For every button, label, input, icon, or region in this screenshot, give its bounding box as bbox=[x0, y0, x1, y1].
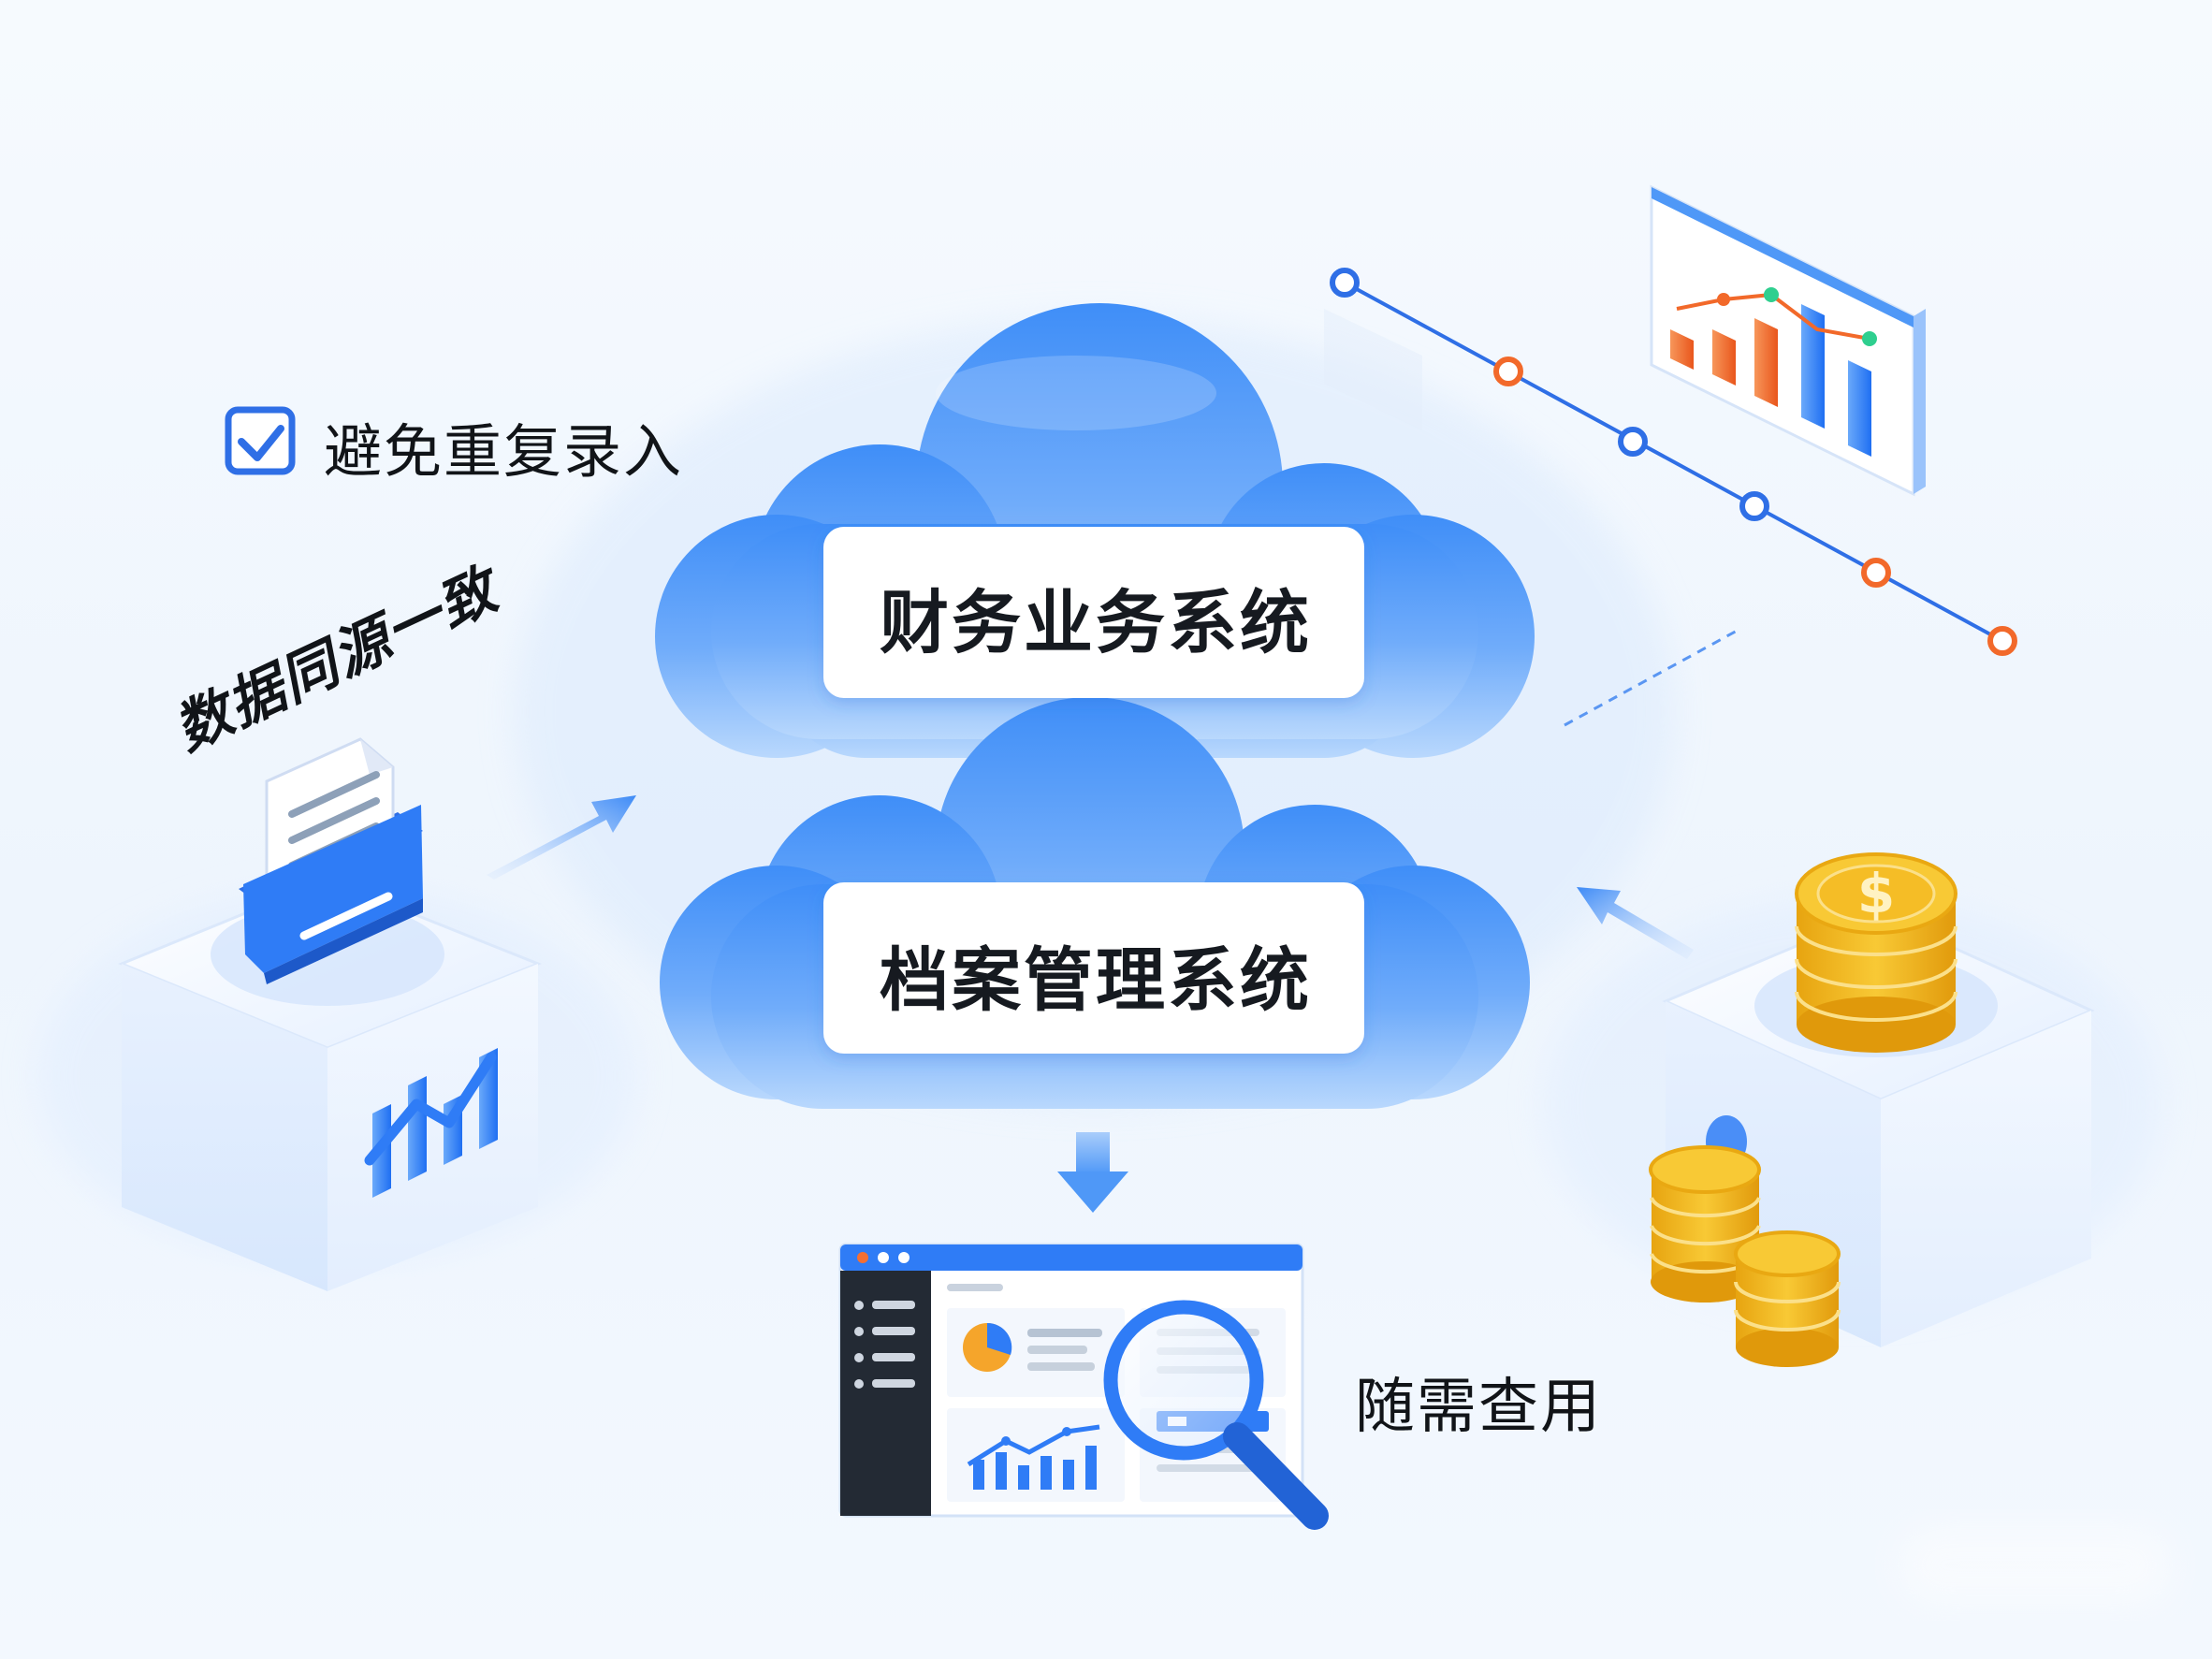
feature-avoid-duplicate-entry: 避免重复录入 bbox=[324, 417, 684, 486]
arrow-to-cloud-left bbox=[487, 795, 636, 880]
document-folder-icon bbox=[239, 737, 423, 984]
arrow-down bbox=[1057, 1132, 1128, 1213]
growth-bar-chart-icon bbox=[364, 1048, 498, 1198]
corner-highlight bbox=[1899, 1525, 2171, 1605]
data-flow-line bbox=[1324, 268, 2017, 727]
finance-system-card bbox=[823, 527, 1364, 698]
archive-system-card bbox=[823, 882, 1364, 1054]
analytics-chart-panel-icon bbox=[1650, 184, 1926, 497]
feature-query-on-demand: 随需查用 bbox=[1355, 1373, 1602, 1442]
finance-system-title: 财务业务系统 bbox=[880, 583, 1312, 663]
checkbox-checked-icon bbox=[225, 406, 296, 475]
arrow-to-cloud-right bbox=[1577, 887, 1694, 959]
dollar-coin-stack-icon: $ bbox=[1649, 852, 1957, 1367]
magnifier-icon bbox=[1103, 1300, 1329, 1530]
svg-text:$: $ bbox=[1857, 862, 1895, 925]
archive-system-title: 档案管理系统 bbox=[880, 940, 1312, 1021]
